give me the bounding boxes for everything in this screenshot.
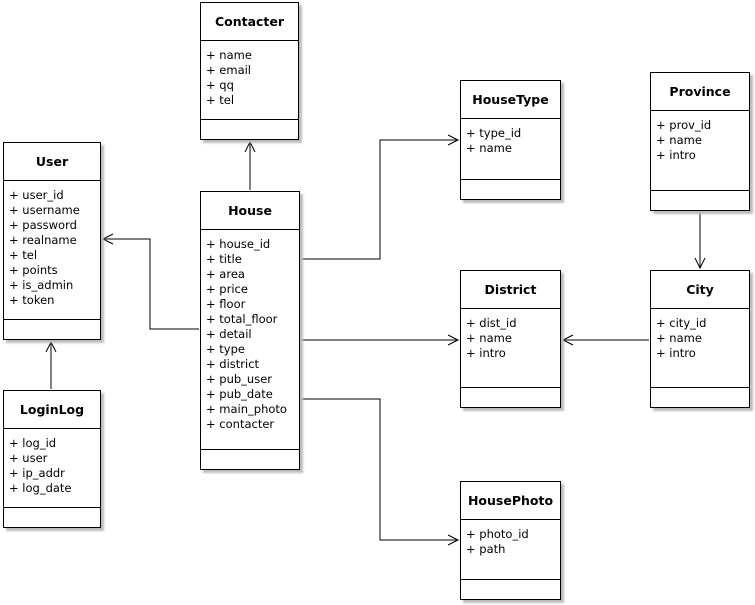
attribute-row: + intro: [656, 148, 696, 162]
class-operations-empty: [651, 388, 749, 407]
attribute-row: + intro: [656, 346, 696, 360]
class-title: Contacter: [201, 3, 298, 41]
class-operations-empty: [4, 320, 100, 339]
attribute-row: + price: [206, 282, 248, 296]
attribute-row: + email: [206, 63, 252, 77]
class-title: District: [461, 271, 560, 309]
attribute-row: + house_id: [206, 237, 271, 251]
attribute-row: + name: [466, 141, 512, 155]
class-operations-empty: [461, 580, 560, 599]
class-attributes: + prov_id+ name+ intro: [651, 111, 749, 191]
attribute-row: + type_id: [466, 126, 522, 140]
class-box-loginlog: LoginLog + log_id+ user+ ip_addr+ log_da…: [3, 390, 101, 528]
attribute-row: + user: [9, 451, 48, 465]
class-box-contacter: Contacter + name+ email+ qq+ tel: [200, 2, 299, 140]
class-box-housephoto: HousePhoto + photo_id+ path: [460, 481, 561, 600]
connector-house-user: [101, 233, 199, 330]
attribute-row: + area: [206, 267, 245, 281]
class-title: HousePhoto: [461, 482, 560, 520]
class-attributes: + dist_id+ name+ intro: [461, 309, 560, 388]
attribute-row: + log_id: [9, 436, 57, 450]
connector-house-housephoto: [301, 398, 460, 546]
attribute-row: + user_id: [9, 188, 64, 202]
attribute-row: + photo_id: [466, 527, 529, 541]
class-title: User: [4, 143, 100, 181]
class-box-user: User + user_id+ username+ password+ real…: [3, 142, 101, 340]
class-attributes: + photo_id+ path: [461, 520, 560, 580]
attribute-row: + realname: [9, 233, 77, 247]
attribute-row: + type: [206, 342, 245, 356]
class-attributes: + user_id+ username+ password+ realname+…: [4, 181, 100, 320]
attribute-row: + username: [9, 203, 80, 217]
class-box-city: City + city_id+ name+ intro: [650, 270, 750, 408]
class-title: City: [651, 271, 749, 309]
class-operations-empty: [201, 120, 298, 139]
attribute-row: + token: [9, 293, 55, 307]
attribute-row: + points: [9, 263, 58, 277]
attribute-row: + dist_id: [466, 316, 517, 330]
class-attributes: + log_id+ user+ ip_addr+ log_date: [4, 429, 100, 508]
attribute-row: + tel: [9, 248, 38, 262]
attribute-row: + floor: [206, 297, 246, 311]
attribute-row: + total_floor: [206, 312, 278, 326]
class-title: HouseType: [461, 81, 560, 119]
connector-house-housetype: [301, 134, 460, 260]
class-title: LoginLog: [4, 391, 100, 429]
attribute-row: + is_admin: [9, 278, 74, 292]
attribute-row: + prov_id: [656, 118, 712, 132]
class-box-housetype: HouseType + type_id+ name: [460, 80, 561, 200]
attribute-row: + name: [656, 133, 702, 147]
attribute-row: + main_photo: [206, 402, 287, 416]
attribute-row: + path: [466, 542, 506, 556]
class-attributes: + city_id+ name+ intro: [651, 309, 749, 388]
class-operations-empty: [201, 450, 299, 469]
class-attributes: + type_id+ name: [461, 119, 560, 180]
class-operations-empty: [461, 180, 560, 199]
attribute-row: + district: [206, 357, 260, 371]
attribute-row: + log_date: [9, 481, 72, 495]
attribute-row: + intro: [466, 346, 506, 360]
attribute-row: + name: [656, 331, 702, 345]
class-box-province: Province + prov_id+ name+ intro: [650, 72, 750, 211]
attribute-row: + title: [206, 252, 242, 266]
class-box-house: House + house_id+ title+ area+ price+ fl…: [200, 191, 300, 470]
class-operations-empty: [461, 388, 560, 407]
class-box-district: District + dist_id+ name+ intro: [460, 270, 561, 408]
attribute-row: + pub_user: [206, 372, 273, 386]
class-attributes: + name+ email+ qq+ tel: [201, 41, 298, 120]
class-title: Province: [651, 73, 749, 111]
attribute-row: + pub_date: [206, 387, 273, 401]
attribute-row: + contacter: [206, 417, 275, 431]
class-attributes: + house_id+ title+ area+ price+ floor+ t…: [201, 230, 299, 450]
attribute-row: + name: [466, 331, 512, 345]
attribute-row: + password: [9, 218, 77, 232]
attribute-row: + detail: [206, 327, 252, 341]
class-operations-empty: [651, 191, 749, 210]
class-title: House: [201, 192, 299, 230]
attribute-row: + name: [206, 48, 252, 62]
attribute-row: + qq: [206, 78, 234, 92]
attribute-row: + ip_addr: [9, 466, 65, 480]
attribute-row: + tel: [206, 93, 235, 107]
attribute-row: + city_id: [656, 316, 707, 330]
class-operations-empty: [4, 508, 100, 527]
